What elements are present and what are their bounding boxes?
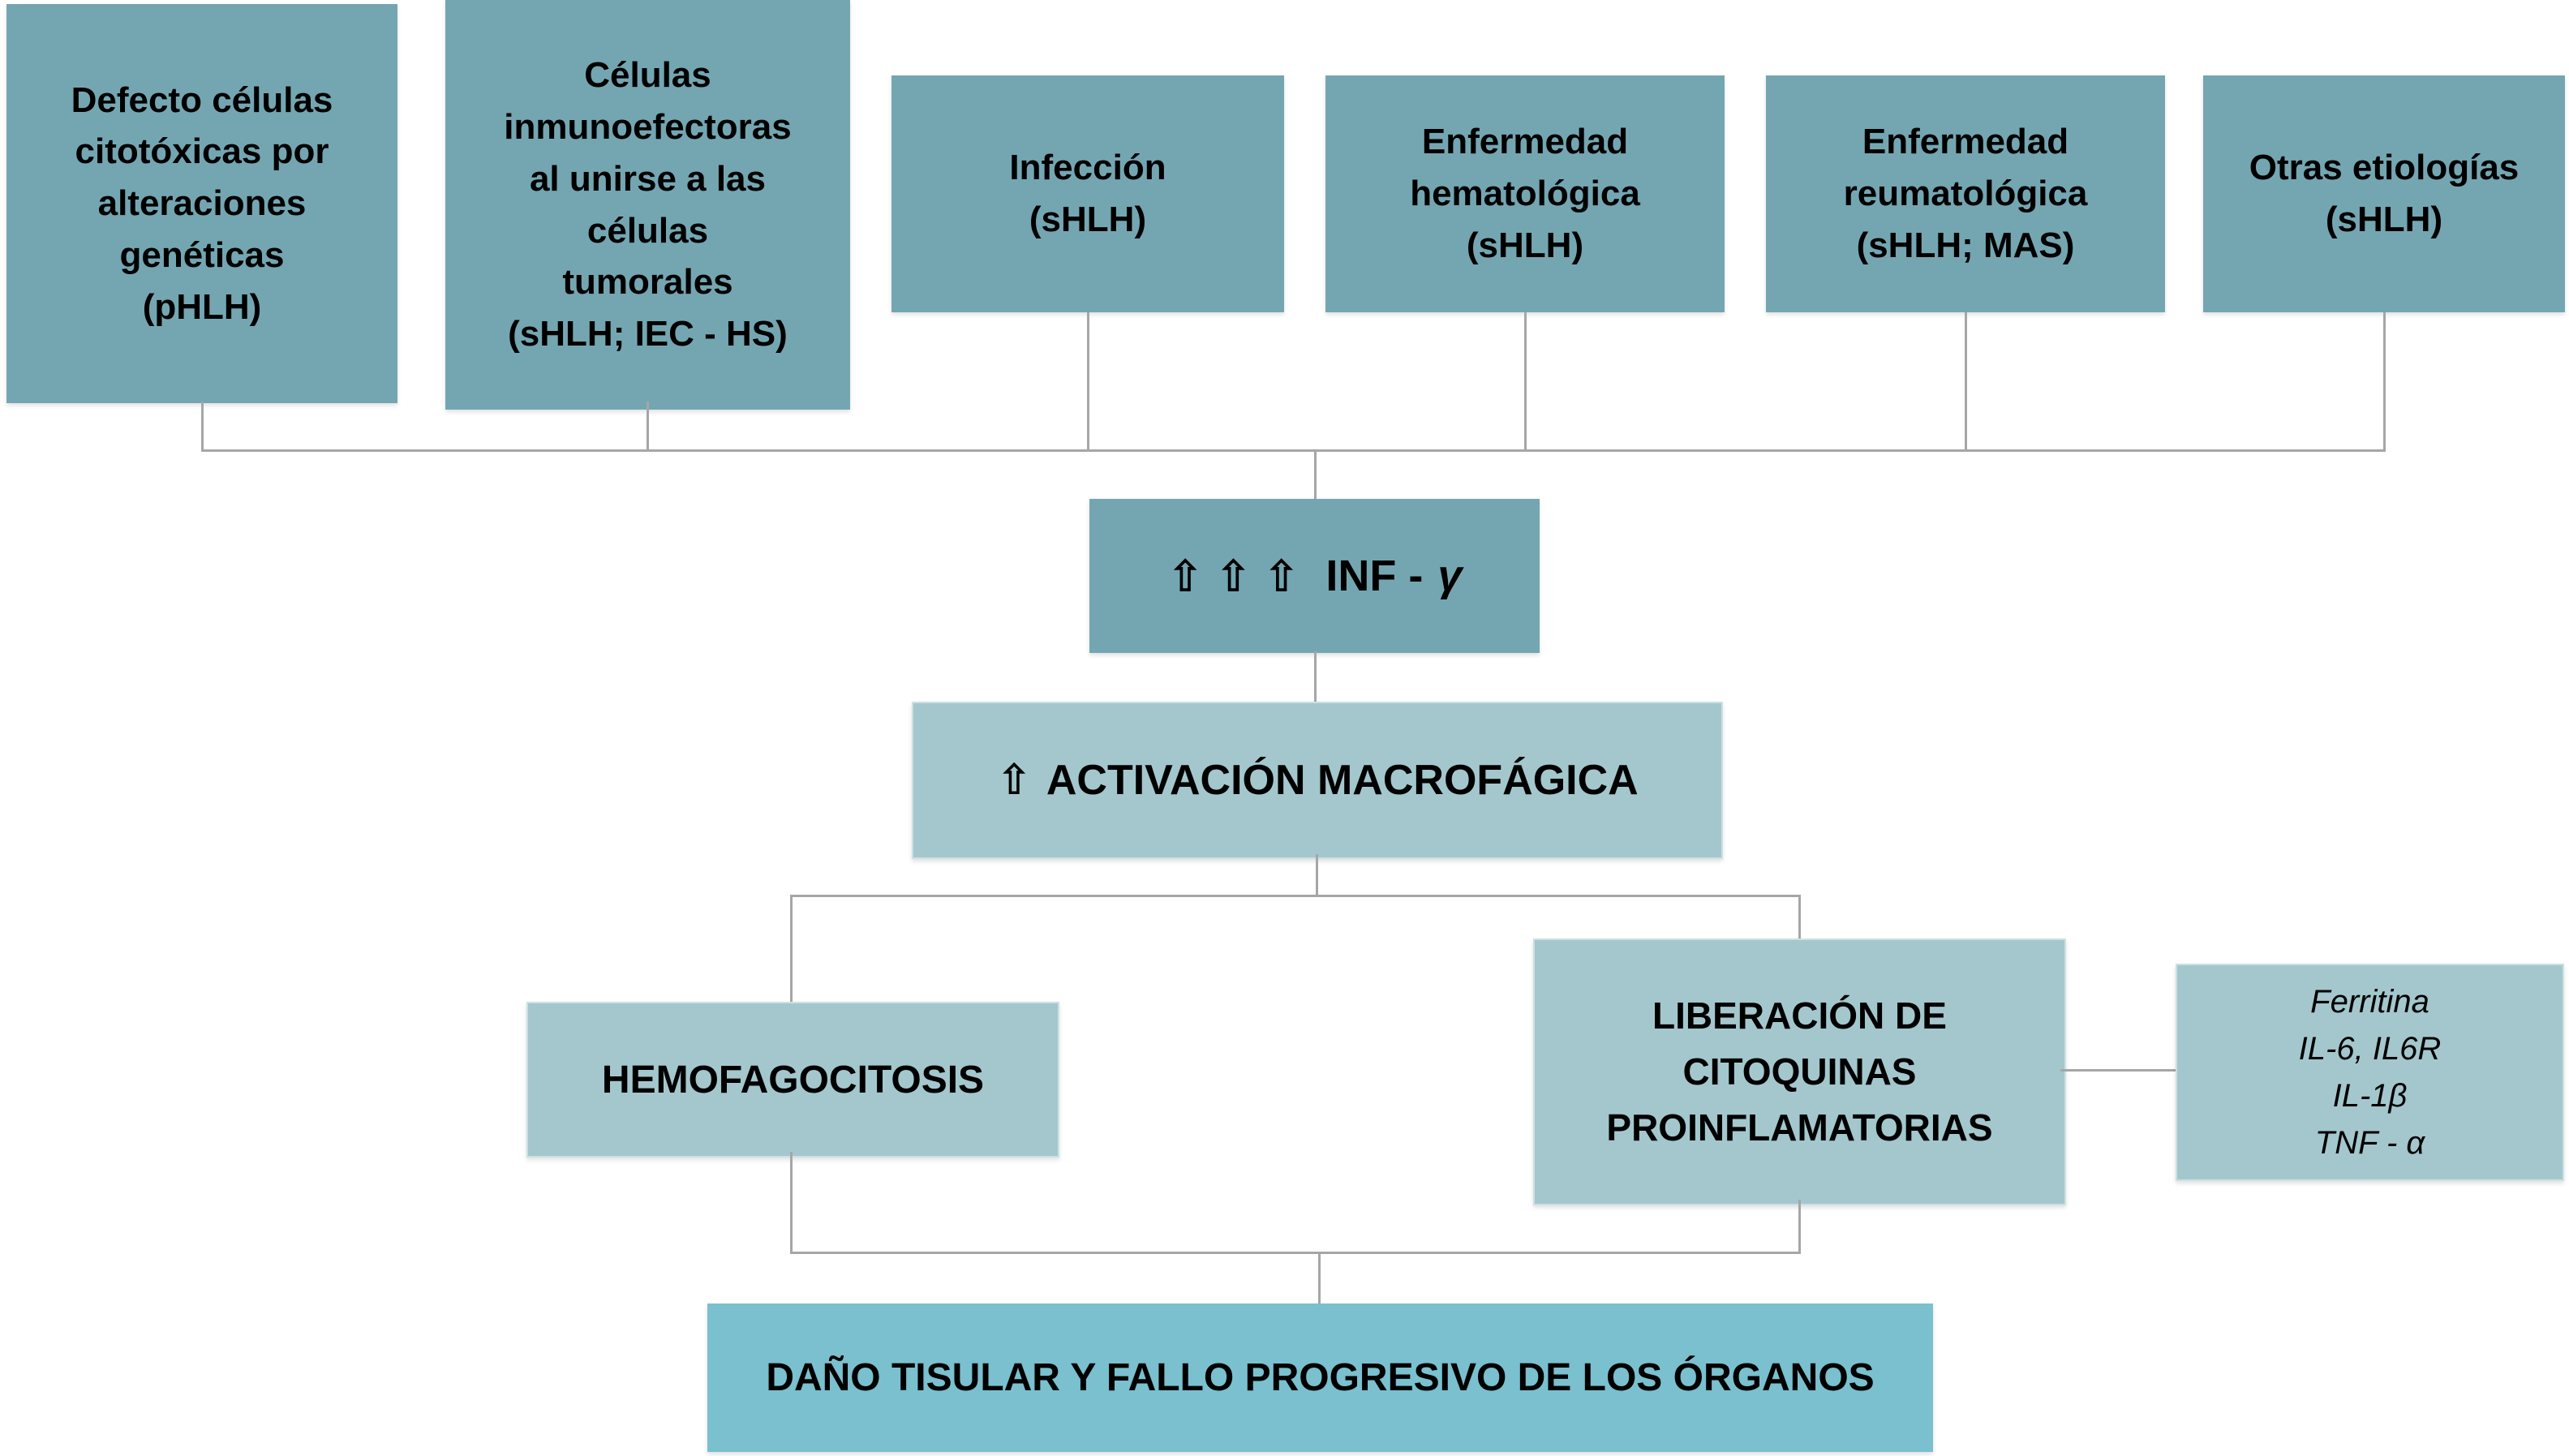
connector-line [1316, 854, 1318, 897]
connector-line [790, 895, 793, 1004]
box-citoquinas-list: Ferritina IL-6, IL6R IL-1β TNF - α [2176, 964, 2564, 1181]
connector-line [1798, 895, 1801, 941]
up-arrow-icon: ⇧ [996, 757, 1032, 804]
connector-line [201, 402, 204, 452]
box-activacion-macrofagica: ⇧ ACTIVACIÓN MACROFÁGICA [912, 702, 1723, 859]
box-hemofagocitosis: HEMOFAGOCITOSIS [526, 1002, 1059, 1157]
box-otras-etiologias: Otras etiologías (sHLH) [2203, 75, 2565, 312]
box-iec-hs: Células inmunoefectoras al unirse a las … [445, 0, 850, 410]
connector-line [1314, 449, 1317, 501]
connector-line [790, 1252, 1801, 1254]
connector-line [790, 1152, 793, 1254]
box-liberacion-citoquinas: LIBERACIÓN DE CITOQUINAS PROINFLAMATORIA… [1533, 938, 2066, 1205]
connector-line [1314, 651, 1317, 703]
connector-line [1087, 312, 1089, 452]
box-inf-gamma: ⇧⇧⇧ INF - γ [1089, 499, 1540, 653]
box-enfermedad-hematologica: Enfermedad hematológica (sHLH) [1325, 75, 1725, 312]
connector-line [1965, 312, 1967, 452]
up-arrow-icon: ⇧⇧⇧ [1166, 552, 1312, 601]
connector-line [2383, 312, 2386, 452]
box-phlh: Defecto células citotóxicas por alteraci… [6, 4, 397, 403]
connector-line [647, 402, 649, 452]
box-infeccion: Infección (sHLH) [891, 75, 1284, 312]
connector-line [790, 895, 1801, 897]
connector-line [201, 449, 2386, 452]
gamma-symbol: γ [1437, 552, 1463, 600]
activacion-label: ACTIVACIÓN MACROFÁGICA [1046, 757, 1639, 804]
connector-line [2060, 1069, 2178, 1072]
connector-line [1798, 1200, 1801, 1254]
box-dano-tisular: DAÑO TISULAR Y FALLO PROGRESIVO DE LOS Ó… [707, 1304, 1933, 1452]
inf-gamma-label: INF - [1325, 552, 1424, 600]
connector-line [1524, 312, 1527, 452]
connector-line [1318, 1252, 1321, 1305]
box-enfermedad-reumatologica: Enfermedad reumatológica (sHLH; MAS) [1766, 75, 2165, 312]
